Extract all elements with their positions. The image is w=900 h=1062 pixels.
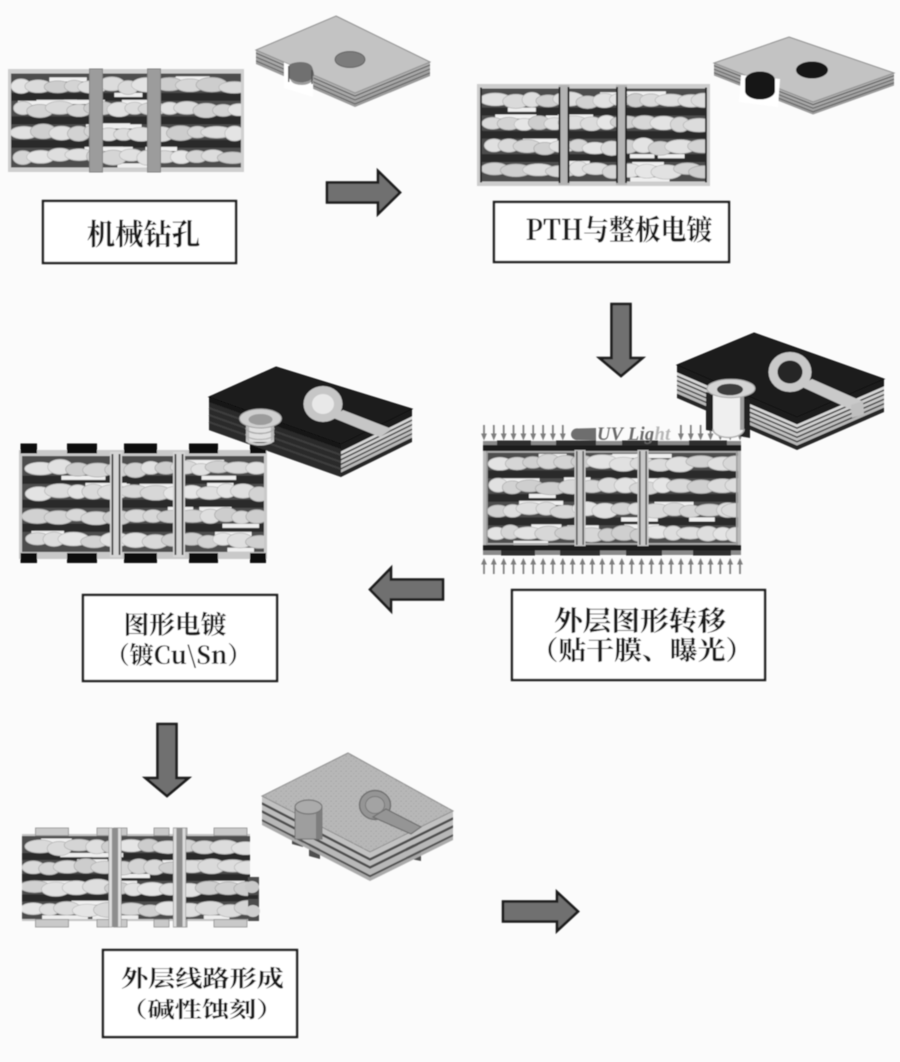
svg-text:UV Light: UV Light xyxy=(597,425,671,445)
